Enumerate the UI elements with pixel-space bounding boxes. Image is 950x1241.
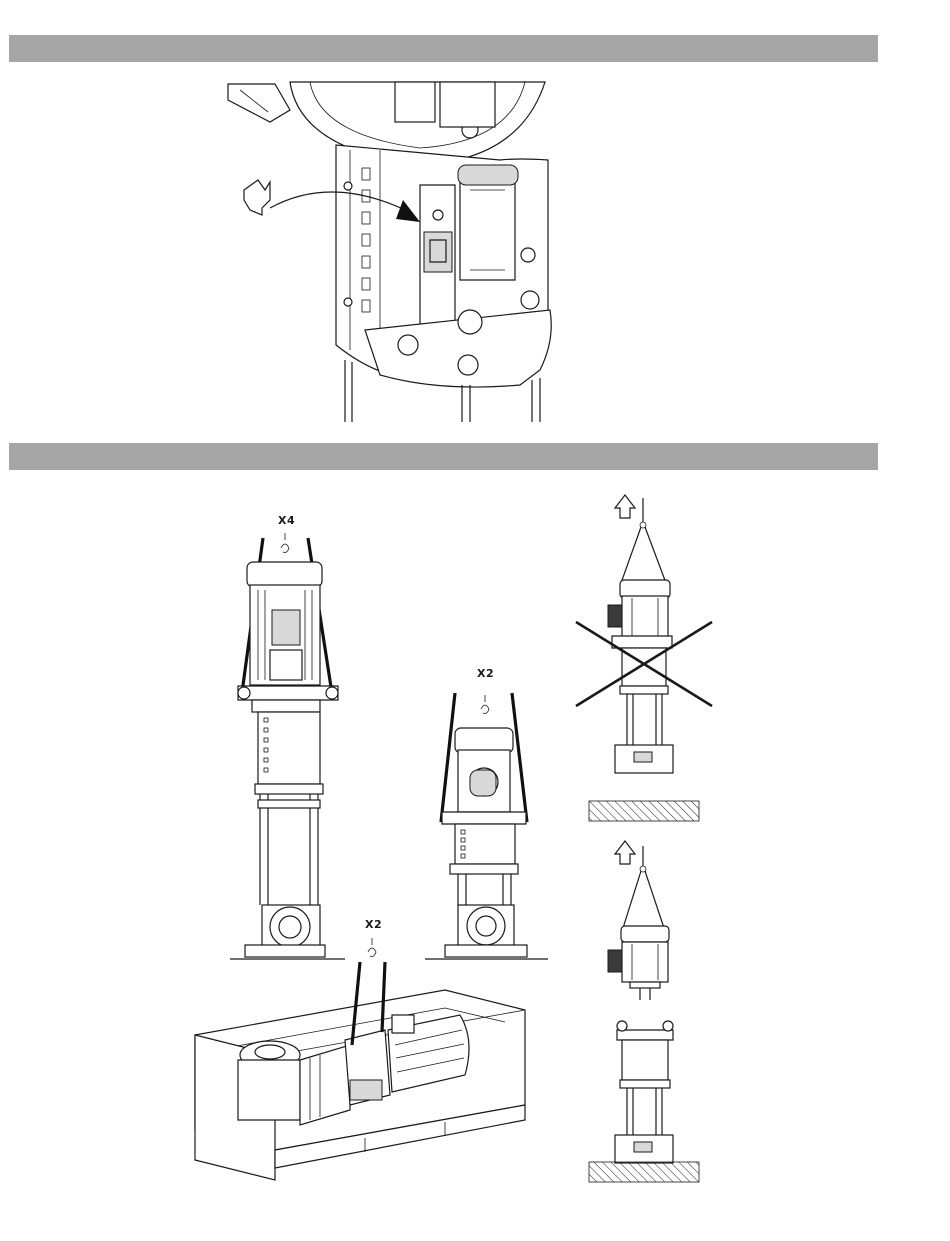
wrong-lifting-illustration — [576, 495, 712, 821]
lift-two-sling-illustration — [425, 693, 548, 959]
quantity-label-two-crate: X2 — [365, 918, 382, 931]
correct-lifting-illustration — [589, 841, 699, 1182]
crate-lifting-illustration — [195, 938, 525, 1180]
quantity-label-two-standing: X2 — [477, 667, 494, 680]
quantity-label-four: X4 — [278, 514, 295, 527]
coupling-guard-illustration — [228, 82, 551, 422]
lift-four-sling-illustration — [230, 533, 345, 959]
